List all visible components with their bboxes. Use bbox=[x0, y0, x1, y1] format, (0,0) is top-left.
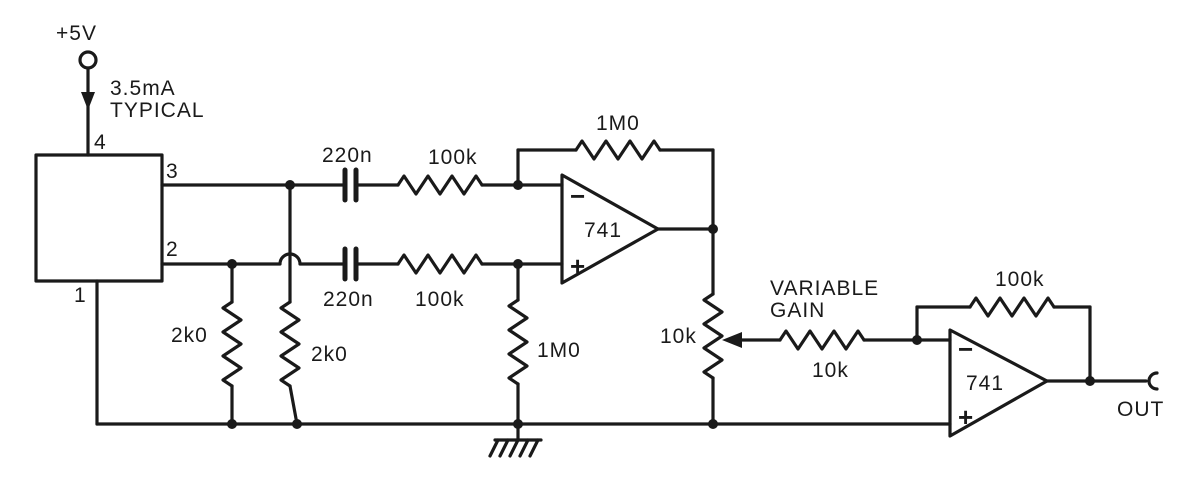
resistor-top-100k bbox=[396, 174, 484, 196]
supply-voltage-label: +5V bbox=[56, 22, 97, 45]
junction-dot bbox=[227, 259, 237, 269]
current-arrow-icon bbox=[81, 92, 95, 110]
pin-3-label: 3 bbox=[166, 160, 179, 183]
pin-2-label: 2 bbox=[166, 238, 179, 261]
load-right-label: 2k0 bbox=[311, 343, 348, 366]
opamp-1-noninverting-sign: + bbox=[570, 251, 585, 281]
junction-dot bbox=[292, 419, 302, 429]
junction-dot bbox=[708, 224, 718, 234]
opamp-2 bbox=[948, 328, 1049, 438]
junction-dot bbox=[708, 419, 718, 429]
variable-gain-label-2: GAIN bbox=[770, 299, 825, 322]
pin-2-wire bbox=[160, 252, 347, 266]
variable-gain-label-1: VARIABLE bbox=[770, 277, 879, 300]
junction-dot bbox=[1085, 376, 1095, 386]
resistor-bottom-100k bbox=[396, 253, 484, 275]
junction-dot bbox=[513, 419, 523, 429]
pin-4-label: 4 bbox=[94, 131, 107, 154]
capacitor-top-label: 220n bbox=[322, 144, 373, 167]
load-resistor-right bbox=[279, 300, 301, 388]
pin-1-label: 1 bbox=[74, 284, 87, 307]
capacitor-bottom bbox=[342, 246, 359, 282]
opamp-2-label: 741 bbox=[966, 372, 1004, 395]
ground-resistor-1m0 bbox=[507, 298, 529, 386]
supply-current-value: 3.5mA bbox=[110, 77, 176, 100]
output-label: OUT bbox=[1117, 398, 1164, 421]
feedback-resistor-2-label: 100k bbox=[995, 268, 1045, 291]
feedback-resistor-100k bbox=[968, 296, 1056, 318]
load-resistor-left bbox=[221, 300, 243, 388]
supply-terminal bbox=[78, 50, 98, 157]
input-resistor-label: 10k bbox=[812, 359, 849, 382]
load-left-label: 2k0 bbox=[171, 324, 208, 347]
junction-dot bbox=[513, 259, 523, 269]
opamp-2-inverting-sign: − bbox=[958, 334, 973, 364]
opamp-1-label: 741 bbox=[584, 219, 622, 242]
resistor-bottom-label: 100k bbox=[415, 288, 465, 311]
wiper-arrow-icon bbox=[722, 332, 742, 348]
output-terminal bbox=[1147, 371, 1159, 391]
potentiometer-label: 10k bbox=[660, 325, 697, 348]
junction-dots bbox=[227, 180, 1095, 429]
junction-dot bbox=[285, 180, 295, 190]
supply-current-note: TYPICAL bbox=[110, 99, 205, 122]
junction-dot bbox=[227, 419, 237, 429]
ground-resistor-label: 1M0 bbox=[537, 339, 581, 362]
junction-dot bbox=[513, 180, 523, 190]
opamp-2-noninverting-sign: + bbox=[958, 402, 973, 432]
ic-block bbox=[34, 153, 164, 283]
resistor-top-label: 100k bbox=[428, 146, 478, 169]
opamp-1 bbox=[560, 173, 660, 285]
feedback-resistor-1-label: 1M0 bbox=[596, 112, 640, 135]
capacitor-bottom-label: 220n bbox=[323, 288, 374, 311]
feedback-resistor-1m0 bbox=[574, 139, 662, 161]
input-resistor-10k bbox=[778, 329, 866, 351]
capacitor-top bbox=[342, 167, 359, 203]
potentiometer-10k bbox=[702, 292, 724, 380]
ground-icon bbox=[488, 422, 543, 458]
opamp-1-inverting-sign: − bbox=[570, 181, 585, 211]
junction-dot bbox=[912, 335, 922, 345]
